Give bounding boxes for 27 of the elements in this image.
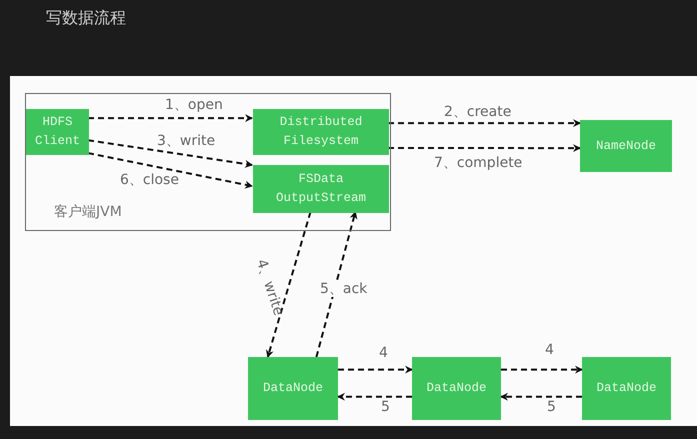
dashed-arrow [388,144,581,152]
process-box: DataNode [248,357,338,420]
dashed-arrow [338,366,413,374]
dashed-arrow [315,211,358,358]
dashed-arrow [88,114,253,122]
dashed-arrow [388,119,581,128]
dashed-arrow [88,139,253,168]
dashed-arrow [337,392,412,401]
edge-label: 7、complete [432,156,524,172]
process-box: Distributed Filesystem [253,109,389,155]
dashed-arrow [266,212,312,358]
title: 写数据流程 [46,8,126,29]
process-box: DataNode [582,357,671,420]
edge-label: 6、close [118,173,181,188]
dashed-arrow [500,392,582,401]
frame-label: 客户端JVM [54,203,122,221]
edge-label: 3、write [155,134,218,150]
edge-label: 4、write [252,256,286,320]
jvm-frame [25,93,391,231]
process-box: HDFS Client [26,109,89,155]
dashed-arrow [88,152,253,189]
process-box: NameNode [580,120,672,172]
process-box: DataNode [412,357,501,420]
process-box: FSData OutputStream [253,165,389,213]
dashed-arrow [501,366,583,374]
edge-label: 2、create [442,105,514,120]
edge-label: 5、ack [318,282,370,298]
